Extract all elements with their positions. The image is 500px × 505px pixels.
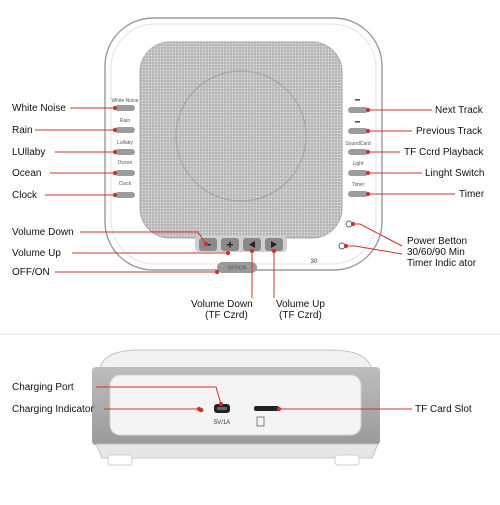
left-button-column: White Noise Rain Lullaby Ocean Clock <box>112 98 139 198</box>
device-label-clock: Clock <box>119 181 132 187</box>
off-on-button-label: OFF/ON <box>228 266 247 272</box>
next-icon <box>355 99 360 101</box>
callout-tf-card-slot: TF Card Slot <box>415 404 472 415</box>
callout-power-button: Power Betton <box>407 236 468 247</box>
device-label-light: Light <box>353 161 364 167</box>
callout-timer-minutes: 30/60/90 Min <box>407 247 465 258</box>
callout-lullaby: LUllaby <box>12 147 46 158</box>
callout-light-switch: Linght Switch <box>425 168 485 179</box>
next-track-button[interactable] <box>348 107 368 113</box>
speaker-grille-dots <box>140 42 342 238</box>
previous-track-button[interactable] <box>348 128 368 134</box>
right-arrow-icon <box>271 241 277 248</box>
plus-icon-v <box>229 241 231 248</box>
white-noise-button[interactable] <box>115 105 135 111</box>
callout-volume-up-tf-sub: (TF Czrd) <box>279 310 322 321</box>
right-foot <box>334 454 360 466</box>
port-spec-label: 5V/1A <box>214 420 230 426</box>
callout-ocean: Ocean <box>12 168 42 179</box>
callout-previous-track: Previous Track <box>416 126 483 137</box>
callout-volume-down-tf-sub: (TF Czrd) <box>205 310 248 321</box>
callout-volume-down-tf: Volume Down <box>191 299 253 310</box>
off-on-button[interactable] <box>217 262 257 273</box>
leader-lines <box>35 105 455 412</box>
left-foot <box>107 454 133 466</box>
device-label-rain: Rain <box>120 118 131 124</box>
tf-card-icon <box>256 416 265 427</box>
speaker-circle <box>175 70 307 202</box>
rain-button[interactable] <box>115 127 135 133</box>
callout-timer: Timer <box>459 189 485 200</box>
callout-volume-up-tf: Volume Up <box>276 299 325 310</box>
device-label-lullaby: Lullaby <box>117 140 133 146</box>
lullaby-button[interactable] <box>115 149 135 155</box>
device-label-ocean: Ocean <box>118 160 133 166</box>
device-label-sound-card: SoundCard <box>345 141 371 147</box>
callout-white-noise: White Noise <box>12 103 66 114</box>
tf-card-slot[interactable] <box>254 406 279 411</box>
callout-charging-indicator: Charging Indicator <box>12 404 94 415</box>
callout-clock: Clock <box>12 190 38 201</box>
device-label-timer: Timer <box>352 182 365 188</box>
device-top-view: White Noise Rain Lullaby Ocean Clock Sou… <box>104 17 383 273</box>
usb-port-inner <box>217 407 227 410</box>
callout-volume-down: Volume Down <box>12 227 74 238</box>
control-strip <box>195 236 287 252</box>
device-label-white-noise: White Noise <box>112 98 139 104</box>
sound-card-button[interactable] <box>348 149 368 155</box>
callout-volume-up: Volume Up <box>12 248 61 259</box>
side-panel <box>109 374 362 436</box>
device-side-view: 5V/1A <box>92 349 380 466</box>
minus-icon <box>205 244 211 246</box>
volume-controls <box>195 236 287 252</box>
previous-icon <box>355 121 360 123</box>
clock-button[interactable] <box>115 192 135 198</box>
right-button-column: SoundCard Light Timer <box>345 99 371 197</box>
callout-rain: Rain <box>12 125 33 136</box>
timer-value-label: 30 <box>311 259 318 265</box>
callout-next-track: Next Track <box>435 105 483 116</box>
ocean-button[interactable] <box>115 170 135 176</box>
callout-tf-card-playback: TF Ccrd Playback <box>404 147 484 158</box>
left-arrow-icon <box>249 241 255 248</box>
side-base <box>95 443 379 459</box>
light-button[interactable] <box>348 170 368 176</box>
side-top-lid <box>99 349 373 371</box>
callout-off-on: OFF/ON <box>12 267 50 278</box>
callout-timer-indicator: Timer Indic ator <box>407 258 477 269</box>
callout-charging-port: Charging Port <box>12 382 74 393</box>
timer-button[interactable] <box>348 191 368 197</box>
